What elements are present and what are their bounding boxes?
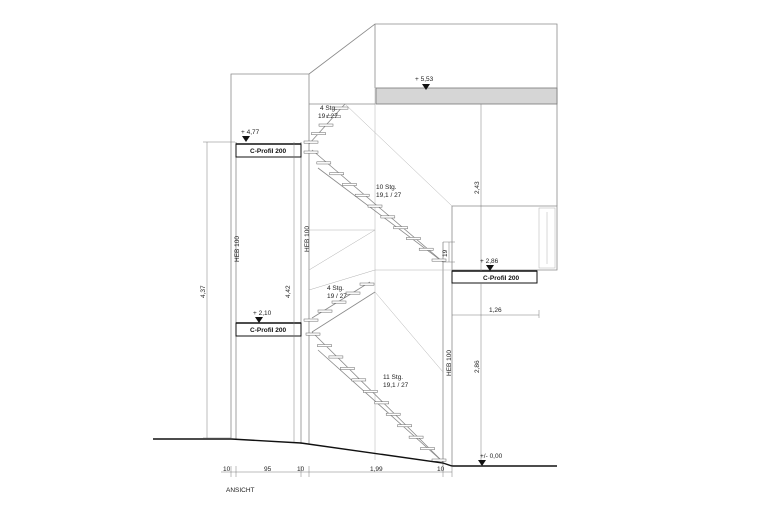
stair-tread <box>340 367 355 370</box>
level-marker-upper-triangle <box>242 136 250 142</box>
stair-tread <box>328 355 344 359</box>
stair-tread <box>303 318 319 322</box>
level-marker-mid-triangle <box>255 317 263 323</box>
level-marker-ground-triangle <box>478 460 486 466</box>
stair-tread <box>316 161 332 165</box>
dim-bottom-a: 10 <box>223 466 231 473</box>
stair-tread <box>418 247 434 251</box>
stair-tread <box>342 183 357 186</box>
stair-tread <box>397 424 412 428</box>
stair-tread <box>380 215 396 219</box>
stair-tread <box>331 300 347 304</box>
stair-tread <box>385 412 401 416</box>
stair-tread <box>354 193 370 197</box>
flight-mid-ratio: 19 / 27 <box>327 293 347 300</box>
stair-tread <box>431 458 447 462</box>
stair-tread <box>363 390 378 393</box>
level-label-side: + 2,86 <box>480 258 499 265</box>
dimension-lines <box>203 104 540 477</box>
dim-bottom-e: 10 <box>437 466 445 473</box>
column-label-right: HEB 100 <box>446 350 453 376</box>
dim-lower-right-height: 2,86 <box>474 360 481 373</box>
column-label-left: HEB 100 <box>234 236 241 262</box>
stair-tread <box>431 258 447 262</box>
flight-lower-ratio: 19,1 / 27 <box>383 382 409 389</box>
stair-tread <box>367 204 383 208</box>
dim-bottom-d: 1,99 <box>370 466 383 473</box>
profile-label-mid: C-Profil 200 <box>250 327 287 334</box>
stair-tread <box>303 140 319 144</box>
stair-tread <box>345 291 361 295</box>
outline-geometry <box>230 23 558 466</box>
ground-line <box>153 438 557 467</box>
column-label-middle: HEB 100 <box>304 226 311 252</box>
dim-bottom-c: 10 <box>297 466 305 473</box>
stair-tread <box>326 115 341 118</box>
stair-tread <box>317 309 333 313</box>
top-slab <box>375 87 558 105</box>
level-markers <box>242 84 494 466</box>
dim-riser: 19 <box>442 249 449 257</box>
level-marker-top-triangle <box>422 84 430 90</box>
stair-tread <box>374 401 389 405</box>
stair-tread <box>393 226 408 230</box>
dim-column-height: 4,42 <box>285 285 292 298</box>
dim-bottom-b: 95 <box>264 466 272 473</box>
profile-label-upper: C-Profil 200 <box>250 148 287 155</box>
level-label-upper: + 4,77 <box>241 129 260 136</box>
landing-profiles <box>235 143 538 337</box>
flight-lower-steps: 11 Stg. <box>383 374 403 381</box>
level-label-ground: +/- 0,00 <box>480 453 503 460</box>
view-label: ANSICHT <box>226 487 255 494</box>
stair-tread <box>359 282 375 286</box>
stair-stringers <box>308 103 453 463</box>
stair-tread <box>303 150 319 154</box>
profile-label-side: C-Profil 200 <box>483 275 520 282</box>
level-label-top: + 5,53 <box>415 76 434 83</box>
stair-tread <box>408 435 424 439</box>
stair-tread <box>311 132 326 135</box>
stair-tread <box>351 378 367 382</box>
dim-side-width: 1,26 <box>489 307 502 314</box>
flight-top-steps: 4 Stg. <box>320 105 337 112</box>
labels: + 5,53 + 4,77 + 2,10 + 2,86 +/- 0,00 C-P… <box>200 76 520 494</box>
flight-upper-ratio: 19,1 / 27 <box>376 192 402 199</box>
flight-top-ratio: 19 / 27 <box>318 113 338 120</box>
flight-mid-steps: 4 Stg. <box>327 285 344 292</box>
stair-tread <box>317 344 332 347</box>
dim-upper-right-height: 2,43 <box>474 181 481 194</box>
stair-tread <box>305 332 321 336</box>
level-marker-side-triangle <box>486 265 494 271</box>
level-label-mid: + 2,10 <box>253 310 272 317</box>
flight-upper-steps: 10 Stg. <box>376 184 397 191</box>
stair-tread <box>329 172 344 176</box>
stair-tread <box>333 106 349 110</box>
dim-total-height: 4,37 <box>200 285 207 298</box>
stair-tread <box>406 237 421 240</box>
stair-treads <box>303 106 447 462</box>
stair-tread <box>420 447 435 450</box>
stair-tread <box>318 123 334 127</box>
